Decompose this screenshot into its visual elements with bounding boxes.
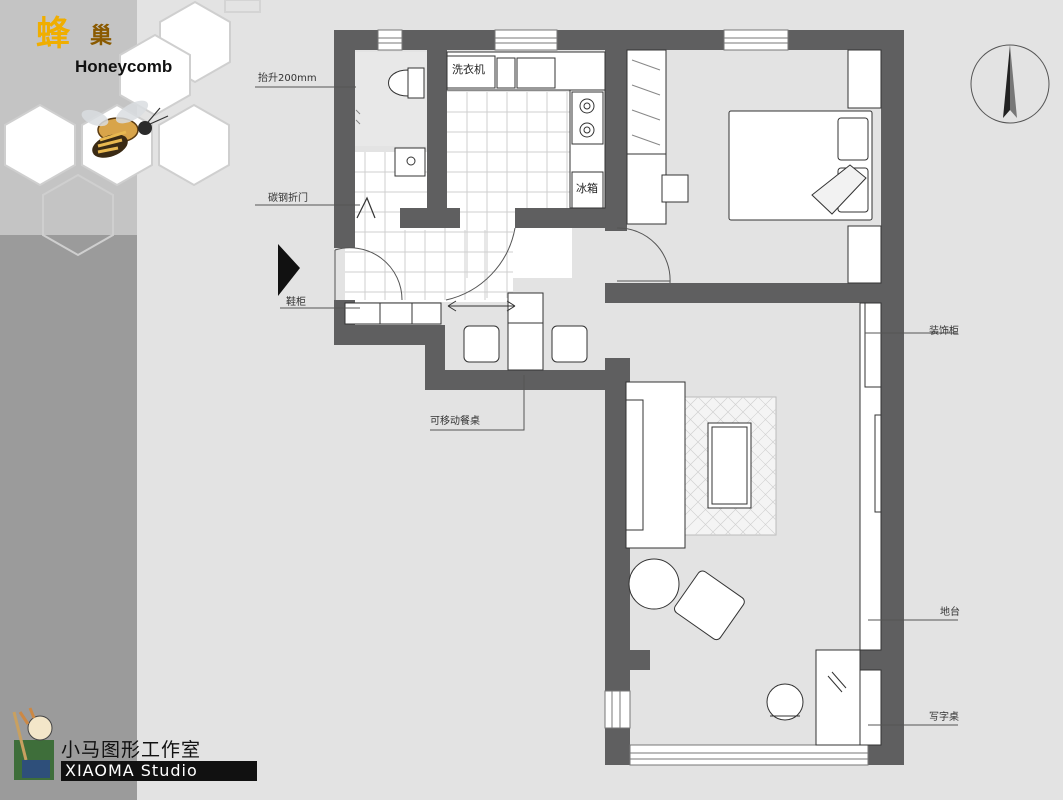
washer [446,55,496,89]
dining-chair [551,325,588,363]
tv-panel [874,414,882,513]
studio-english: XIAOMA Studio [61,761,257,781]
mascot-icon [12,707,54,780]
studio-chinese: 小马图形工作室 [61,739,202,761]
sidebar-dark-band [0,235,137,800]
annotation-raise: 抬升200mm [258,73,317,84]
hexagon [42,173,114,257]
movable-table [507,292,544,371]
window-living-bottom [629,744,869,766]
wall-bedroom-door-post [605,228,627,231]
wall-nib [628,650,650,670]
fridge [571,171,604,209]
bedroom-desk [626,153,667,225]
hexagon [119,33,191,117]
desk-chair [766,683,804,721]
hexagon [224,0,261,13]
hexagon [4,103,76,187]
annotation-folding-door: 碳钢折门 [268,193,308,204]
bedroom-fixtures [626,49,882,284]
pillow [837,117,869,161]
armchair [674,570,745,641]
brand-english: Honeycomb [75,57,173,76]
desk-lamp [827,671,847,693]
north-arrow-icon [970,44,1050,124]
wall-kitchen-bottom [515,208,627,228]
kitchen-door-swing [445,227,516,301]
bedroom-door-swing [616,227,671,284]
window-bedroom [723,29,789,51]
brand-chinese-char2: 巢 [90,23,113,49]
coffee-table [707,422,752,509]
brand-chinese-char1: 蜂 [36,14,70,54]
windows [377,29,869,766]
toilet-bowl [388,69,409,97]
wall-right [881,30,904,765]
wall-toilet-right [427,50,447,228]
double-arrow [447,300,516,312]
writing-desk [815,649,861,746]
bedside-bottom [847,225,882,284]
window-kitchen [494,29,558,51]
bee-icon [81,100,169,158]
annotation-shoe-cabinet: 鞋柜 [286,297,306,308]
hexagon [158,103,230,187]
sink-left [496,57,516,89]
entry-fixtures [344,292,588,371]
room-label-fridge: 冰箱 [576,182,598,195]
wall-right-nib [860,650,904,670]
walls [334,30,904,765]
wall-kitchen-right [605,30,627,228]
annotation-movable-table: 可移动餐桌 [430,416,480,427]
living-fixtures [625,302,882,746]
shower-drain [355,109,361,125]
deco-cabinet [864,302,882,388]
toilet-tank [407,67,425,99]
toilet-fixtures [355,67,426,177]
doors [334,196,671,301]
annotation-deco-cabinet: 装饰柜 [929,326,959,337]
side-table [628,558,680,610]
wall-left-upper [334,30,355,248]
wash-basin [394,147,426,177]
toilet-tile-floor [355,52,427,146]
bedroom-stool [661,174,689,203]
entrance-door-swing [334,247,403,301]
annotation-desk: 写字桌 [929,712,959,723]
wardrobe [626,49,667,155]
desk-platform [859,669,882,746]
tile-grid [345,92,572,300]
sink-right [516,57,556,89]
window-living-left [604,690,631,729]
wall-bedroom-bottom [605,283,904,303]
kitchen-fixtures [446,51,606,209]
folding-door [356,196,376,219]
wall-bottom-corridor [425,370,630,390]
annotation-floor-platform: 地台 [940,607,960,618]
room-label-washer: 洗衣机 [452,63,485,76]
leader-lines [255,86,958,726]
dining-chair [463,325,500,363]
bed-sheet-fold [811,164,867,215]
entrance-arrow-icon [278,244,300,296]
window-toilet [377,29,403,51]
shoe-cabinet [344,302,442,325]
bedside-top [847,49,882,109]
wall-bottom-left [334,325,445,345]
wall-toilet-stub [400,208,460,228]
